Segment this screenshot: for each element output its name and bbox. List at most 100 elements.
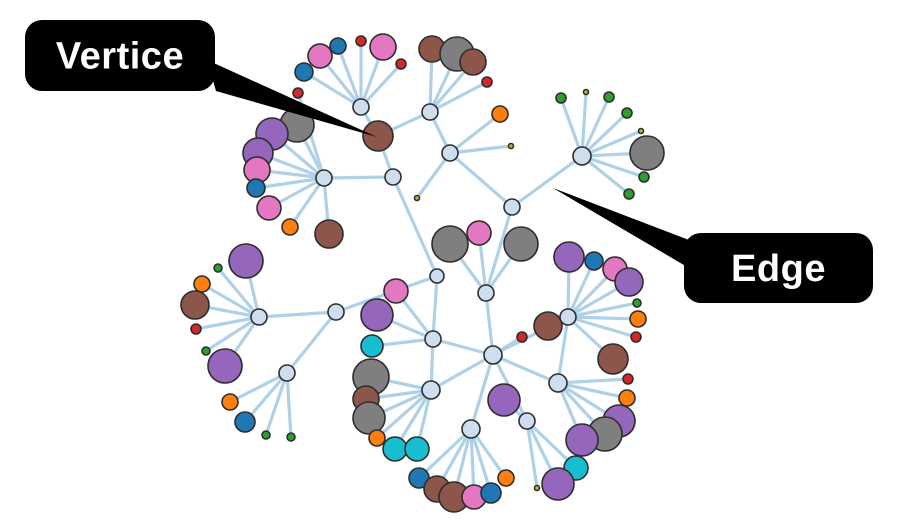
graph-leaf-node-l16 [603, 91, 615, 103]
graph-hub-node-ml2 [327, 303, 345, 321]
graph-hub-node-p [278, 364, 296, 382]
graph-leaf-node-l17 [621, 107, 633, 119]
graph-leaf-node-l39 [234, 411, 256, 433]
graph-leaf-node-l18 [637, 127, 645, 135]
graph-edge-e-l17 [580, 111, 629, 158]
graph-hub-node-e [572, 146, 592, 166]
graph-edge-d-g [484, 205, 514, 295]
edge-callout-label: Edge [731, 248, 826, 290]
graph-edge-a2-l10 [428, 80, 489, 114]
edge-callout-tail [553, 188, 689, 268]
graph-hub-node-d [503, 198, 521, 216]
graph-leaf-node-l65 [533, 484, 541, 492]
graph-leaf-node-l55 [629, 310, 647, 328]
graph-edge-a1-l1 [302, 70, 363, 109]
graph-leaf-node-l57 [597, 343, 629, 375]
graph-leaf-node-l35 [190, 323, 202, 335]
graph-hub-node-j [429, 268, 445, 284]
graph-edge-e-l21 [580, 154, 631, 196]
graph-leaf-node-l49 [533, 311, 563, 341]
graph-leaf-node-l9 [459, 48, 487, 76]
graph-edge-h-q [429, 353, 495, 392]
graph-hub-node-ul [315, 169, 333, 187]
graph-edge-f-l51 [566, 259, 596, 319]
graph-edge-k-h [431, 337, 495, 357]
graph-hub-node-f [559, 308, 577, 326]
graph-leaf-node-l37 [207, 348, 243, 384]
graph-leaf-node-l77 [480, 482, 502, 504]
graph-edge-c-l12 [448, 144, 513, 155]
graph-edge-ul-b [322, 175, 395, 180]
graph-leaf-node-l45 [431, 225, 469, 263]
graph-leaf-node-l38 [221, 393, 239, 411]
graph-edge-b-j [391, 175, 439, 278]
graph-leaf-node-l31 [228, 243, 264, 279]
graph-leaf-node-l13 [413, 194, 421, 202]
graph-edges-layer [193, 39, 649, 499]
graph-hub-node-q [421, 380, 441, 400]
graph-leaf-node-l42 [383, 278, 409, 304]
graph-edge-f-l56 [566, 315, 638, 339]
graph-edge-h-n [469, 353, 495, 431]
graph-edge-h-m [491, 353, 560, 385]
graph-leaf-node-l4 [355, 35, 367, 47]
graph-edge-e-l15 [580, 90, 588, 158]
graph-leaf-node-l19 [629, 135, 665, 171]
graph-leaf-node-l27 [246, 178, 266, 198]
graph-leaf-node-l15 [582, 88, 590, 96]
graph-edge-ml-l35 [194, 315, 261, 331]
graph-edge-n-l77 [469, 427, 493, 495]
graph-hub-node-a2 [421, 103, 439, 121]
graph-leaf-node-l21 [623, 188, 635, 200]
graph-leaf-node-l48 [516, 331, 528, 343]
graph-leaf-node-l47 [503, 226, 539, 262]
graph-hub-node-k [424, 330, 442, 348]
graph-edge-e-l18 [580, 129, 643, 158]
graph-hub-node-g [477, 284, 495, 302]
graph-edge-e-l20 [580, 154, 646, 179]
edge-callout: Edge [553, 188, 873, 303]
graph-leaf-node-l62 [565, 423, 599, 457]
graph-edge-m-l58 [556, 377, 630, 385]
graph-leaf-node-l78 [497, 469, 515, 487]
graph-edge-c-l13 [415, 151, 452, 200]
graph-leaf-node-l28 [256, 195, 282, 221]
graph-leaf-node-l30 [314, 219, 344, 249]
graph-edge-m-l59 [556, 381, 629, 400]
graph-edge-ml-l36 [204, 315, 261, 353]
graph-edge-p-l40 [264, 371, 289, 437]
graph-edge-f-l54 [566, 301, 639, 319]
graph-leaf-node-l71 [382, 436, 408, 462]
graph-leaf-node-l69 [352, 401, 386, 435]
graph-edge-f-l55 [566, 315, 640, 321]
graph-leaf-node-l44 [360, 334, 384, 358]
graph-leaf-node-l1 [294, 62, 314, 82]
graph-leaf-node-l32 [213, 263, 223, 273]
graph-edge-ml-l32 [216, 266, 261, 319]
graph-edge-q-l70 [375, 388, 433, 440]
graph-leaf-node-l72 [404, 436, 430, 462]
graph-edge-ml2-ml [257, 310, 338, 319]
graph-leaf-node-l66 [487, 383, 521, 417]
graph-hub-node-h [483, 345, 503, 365]
vertice-callout: Vertice [25, 20, 377, 137]
graph-edge-g-h [484, 291, 495, 357]
graph-leaf-node-l29 [281, 218, 299, 236]
graph-edge-p-l38 [228, 371, 289, 404]
graph-leaf-node-l20 [638, 171, 650, 183]
graph-leaf-node-l50 [553, 241, 585, 273]
graph-edge-a1-l6 [359, 62, 403, 109]
graph-leaf-node-l22 [292, 87, 304, 99]
graph-hub-node-c [441, 144, 459, 162]
graph-leaf-node-l64 [541, 467, 575, 501]
graph-leaf-node-l6 [395, 58, 407, 70]
graph-edge-ml2-p [285, 310, 338, 375]
graph-leaf-node-l36 [201, 346, 211, 356]
graph-edge-ul-l27 [254, 176, 326, 190]
graph-edge-o-l65 [525, 419, 539, 490]
graph-leaf-node-l56 [630, 331, 642, 343]
graph-leaf-node-l41 [286, 432, 296, 442]
graph-edge-ul-l29 [288, 176, 326, 229]
graph-hub-node-n [461, 419, 481, 439]
